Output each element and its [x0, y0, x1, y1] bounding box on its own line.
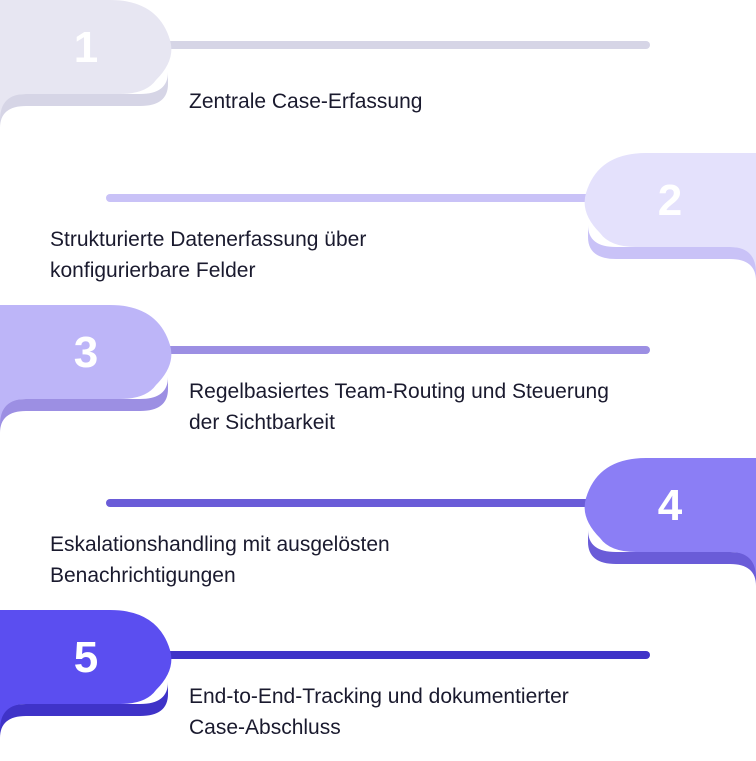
step-description: Zentrale Case-Erfassung [189, 86, 709, 117]
connector-line [106, 499, 606, 507]
description-line: konfigurierbare Felder [50, 259, 256, 282]
number-tab [0, 305, 172, 425]
tab-shadow [588, 225, 756, 281]
step-number: 4 [658, 481, 683, 530]
connector-line [150, 346, 650, 354]
description-line: End-to-End-Tracking und dokumentierter [189, 685, 569, 708]
step-3 [0, 305, 650, 433]
step-4 [106, 458, 756, 586]
step-number: 2 [658, 176, 682, 225]
step-1 [0, 0, 650, 128]
number-tab [0, 0, 172, 120]
description-line: Regelbasiertes Team-Routing und Steuerun… [189, 380, 609, 403]
step-number: 1 [74, 23, 98, 72]
number-tab [584, 458, 756, 578]
step-description: Regelbasiertes Team-Routing und Steuerun… [189, 376, 709, 438]
tab-shadow [0, 72, 168, 128]
tab-shadow [588, 530, 756, 586]
description-line: Case-Abschluss [189, 716, 341, 739]
connector-line [150, 651, 650, 659]
step-number: 5 [74, 633, 98, 682]
step-5 [0, 610, 650, 738]
tab-shadow [0, 682, 168, 738]
description-line: der Sichtbarkeit [189, 411, 335, 434]
connector-line [106, 194, 606, 202]
number-tab [0, 610, 172, 730]
step-description: Strukturierte Datenerfassung über konfigu… [50, 224, 570, 286]
description-line: Strukturierte Datenerfassung über [50, 228, 367, 251]
description-line: Zentrale Case-Erfassung [189, 90, 423, 113]
step-number: 3 [74, 328, 98, 377]
connector-line [150, 41, 650, 49]
tab-shadow [0, 377, 168, 433]
step-2 [106, 153, 756, 281]
number-tab [584, 153, 756, 273]
description-line: Eskalationshandling mit ausgelösten [50, 533, 390, 556]
description-line: Benachrichtigungen [50, 564, 236, 587]
